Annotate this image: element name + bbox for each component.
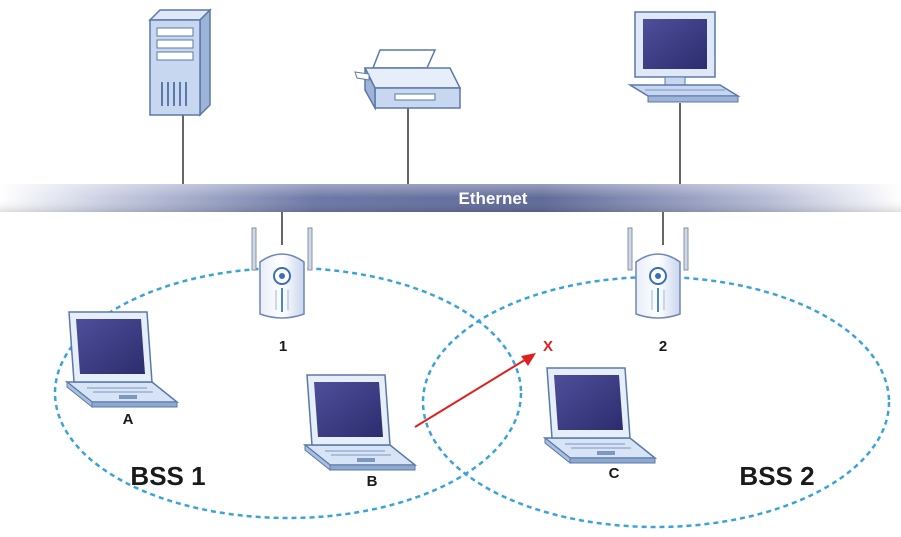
printer-icon bbox=[354, 49, 462, 111]
ethernet-label: Ethernet bbox=[459, 189, 528, 208]
server-icon bbox=[148, 8, 212, 117]
blocked-marker: X bbox=[543, 338, 553, 355]
bss2-label: BSS 2 bbox=[739, 461, 814, 491]
bss1-label: BSS 1 bbox=[130, 461, 205, 491]
roaming-arrow bbox=[414, 353, 536, 428]
ap2-label: 2 bbox=[659, 338, 667, 355]
laptop-b-label: B bbox=[367, 473, 378, 490]
laptop-b-icon bbox=[304, 374, 416, 471]
bss1-cell bbox=[53, 266, 523, 520]
laptop-c-label: C bbox=[609, 465, 620, 482]
bss2-cell bbox=[421, 275, 891, 529]
access-point-2-icon bbox=[627, 227, 689, 319]
desktop-icon bbox=[627, 11, 741, 103]
connection-lines bbox=[182, 103, 681, 245]
laptop-a-icon bbox=[66, 311, 178, 408]
laptop-c-icon bbox=[544, 367, 656, 464]
laptop-a-label: A bbox=[123, 411, 134, 428]
ap1-label: 1 bbox=[279, 338, 287, 355]
ethernet-backbone: Ethernet bbox=[0, 184, 901, 212]
